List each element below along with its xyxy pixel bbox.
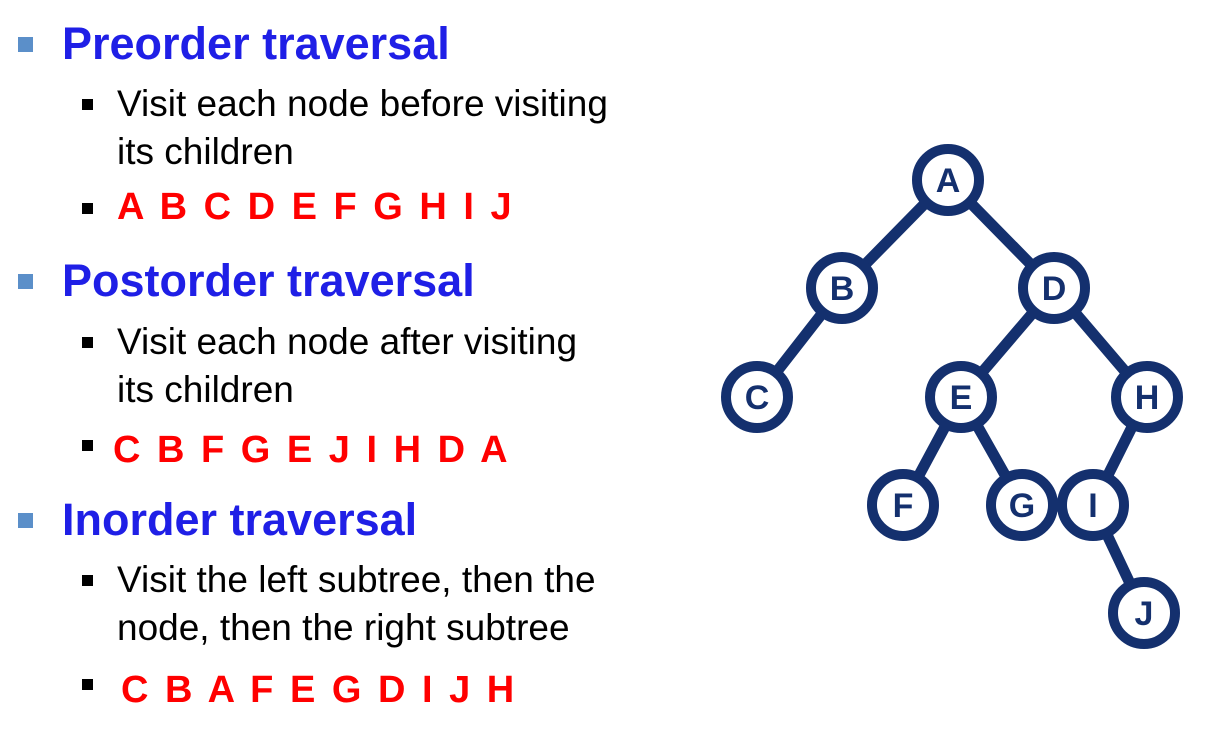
inorder-description-line1: Visit the left subtree, then the — [117, 559, 596, 600]
tree-node-circle — [1057, 469, 1129, 541]
tree-node-label: F — [893, 487, 914, 525]
tree-node-circle — [912, 144, 984, 216]
tree-node-label: E — [950, 379, 973, 417]
tree-node-f: F — [867, 469, 939, 541]
bullet-icon — [82, 575, 93, 586]
tree-node-j: J — [1108, 577, 1180, 649]
bullet-icon — [82, 337, 93, 348]
tree-node-c: C — [721, 361, 793, 433]
postorder-heading: Postorder traversal — [62, 255, 475, 306]
preorder-sequence: A B C D E F G H I J — [117, 186, 512, 228]
tree-node-label: H — [1135, 379, 1160, 417]
tree-node-h: H — [1111, 361, 1183, 433]
tree-node-b: B — [806, 252, 878, 324]
tree-node-circle — [867, 469, 939, 541]
tree-node-d: D — [1018, 252, 1090, 324]
postorder-sequence: C B F G E J I H D A — [113, 429, 508, 471]
preorder-description-line2: its children — [117, 131, 294, 172]
inorder-heading: Inorder traversal — [62, 494, 418, 545]
heading-bullet-icon — [18, 513, 33, 528]
bullet-icon — [82, 99, 93, 110]
tree-node-circle — [1108, 577, 1180, 649]
tree-node-label: B — [830, 270, 855, 308]
tree-node-label: I — [1088, 487, 1097, 525]
preorder-description-line1: Visit each node before visiting — [117, 83, 608, 124]
tree-node-label: G — [1009, 487, 1035, 525]
bullet-icon — [82, 440, 93, 451]
tree-node-circle — [806, 252, 878, 324]
heading-bullet-icon — [18, 37, 33, 52]
tree-node-circle — [1018, 252, 1090, 324]
bullet-icon — [82, 203, 93, 214]
tree-node-g: G — [986, 469, 1058, 541]
tree-node-a: A — [912, 144, 984, 216]
inorder-description-line2: node, then the right subtree — [117, 607, 570, 648]
inorder-sequence: C B A F E G D I J H — [121, 669, 515, 711]
bullet-icon — [82, 679, 93, 690]
tree-node-e: E — [925, 361, 997, 433]
tree-node-circle — [721, 361, 793, 433]
tree-node-circle — [925, 361, 997, 433]
tree-node-i: I — [1057, 469, 1129, 541]
tree-node-circle — [1111, 361, 1183, 433]
preorder-heading: Preorder traversal — [62, 18, 450, 69]
heading-bullet-icon — [18, 274, 33, 289]
tree-nodes: A B D C E H F G I J — [721, 144, 1183, 649]
tree-node-label: D — [1042, 270, 1067, 308]
tree-node-circle — [986, 469, 1058, 541]
tree-node-label: J — [1135, 595, 1154, 633]
tree-node-label: A — [936, 162, 961, 200]
postorder-description-line2: its children — [117, 369, 294, 410]
tree-node-label: C — [745, 379, 770, 417]
postorder-description-line1: Visit each node after visiting — [117, 321, 578, 362]
